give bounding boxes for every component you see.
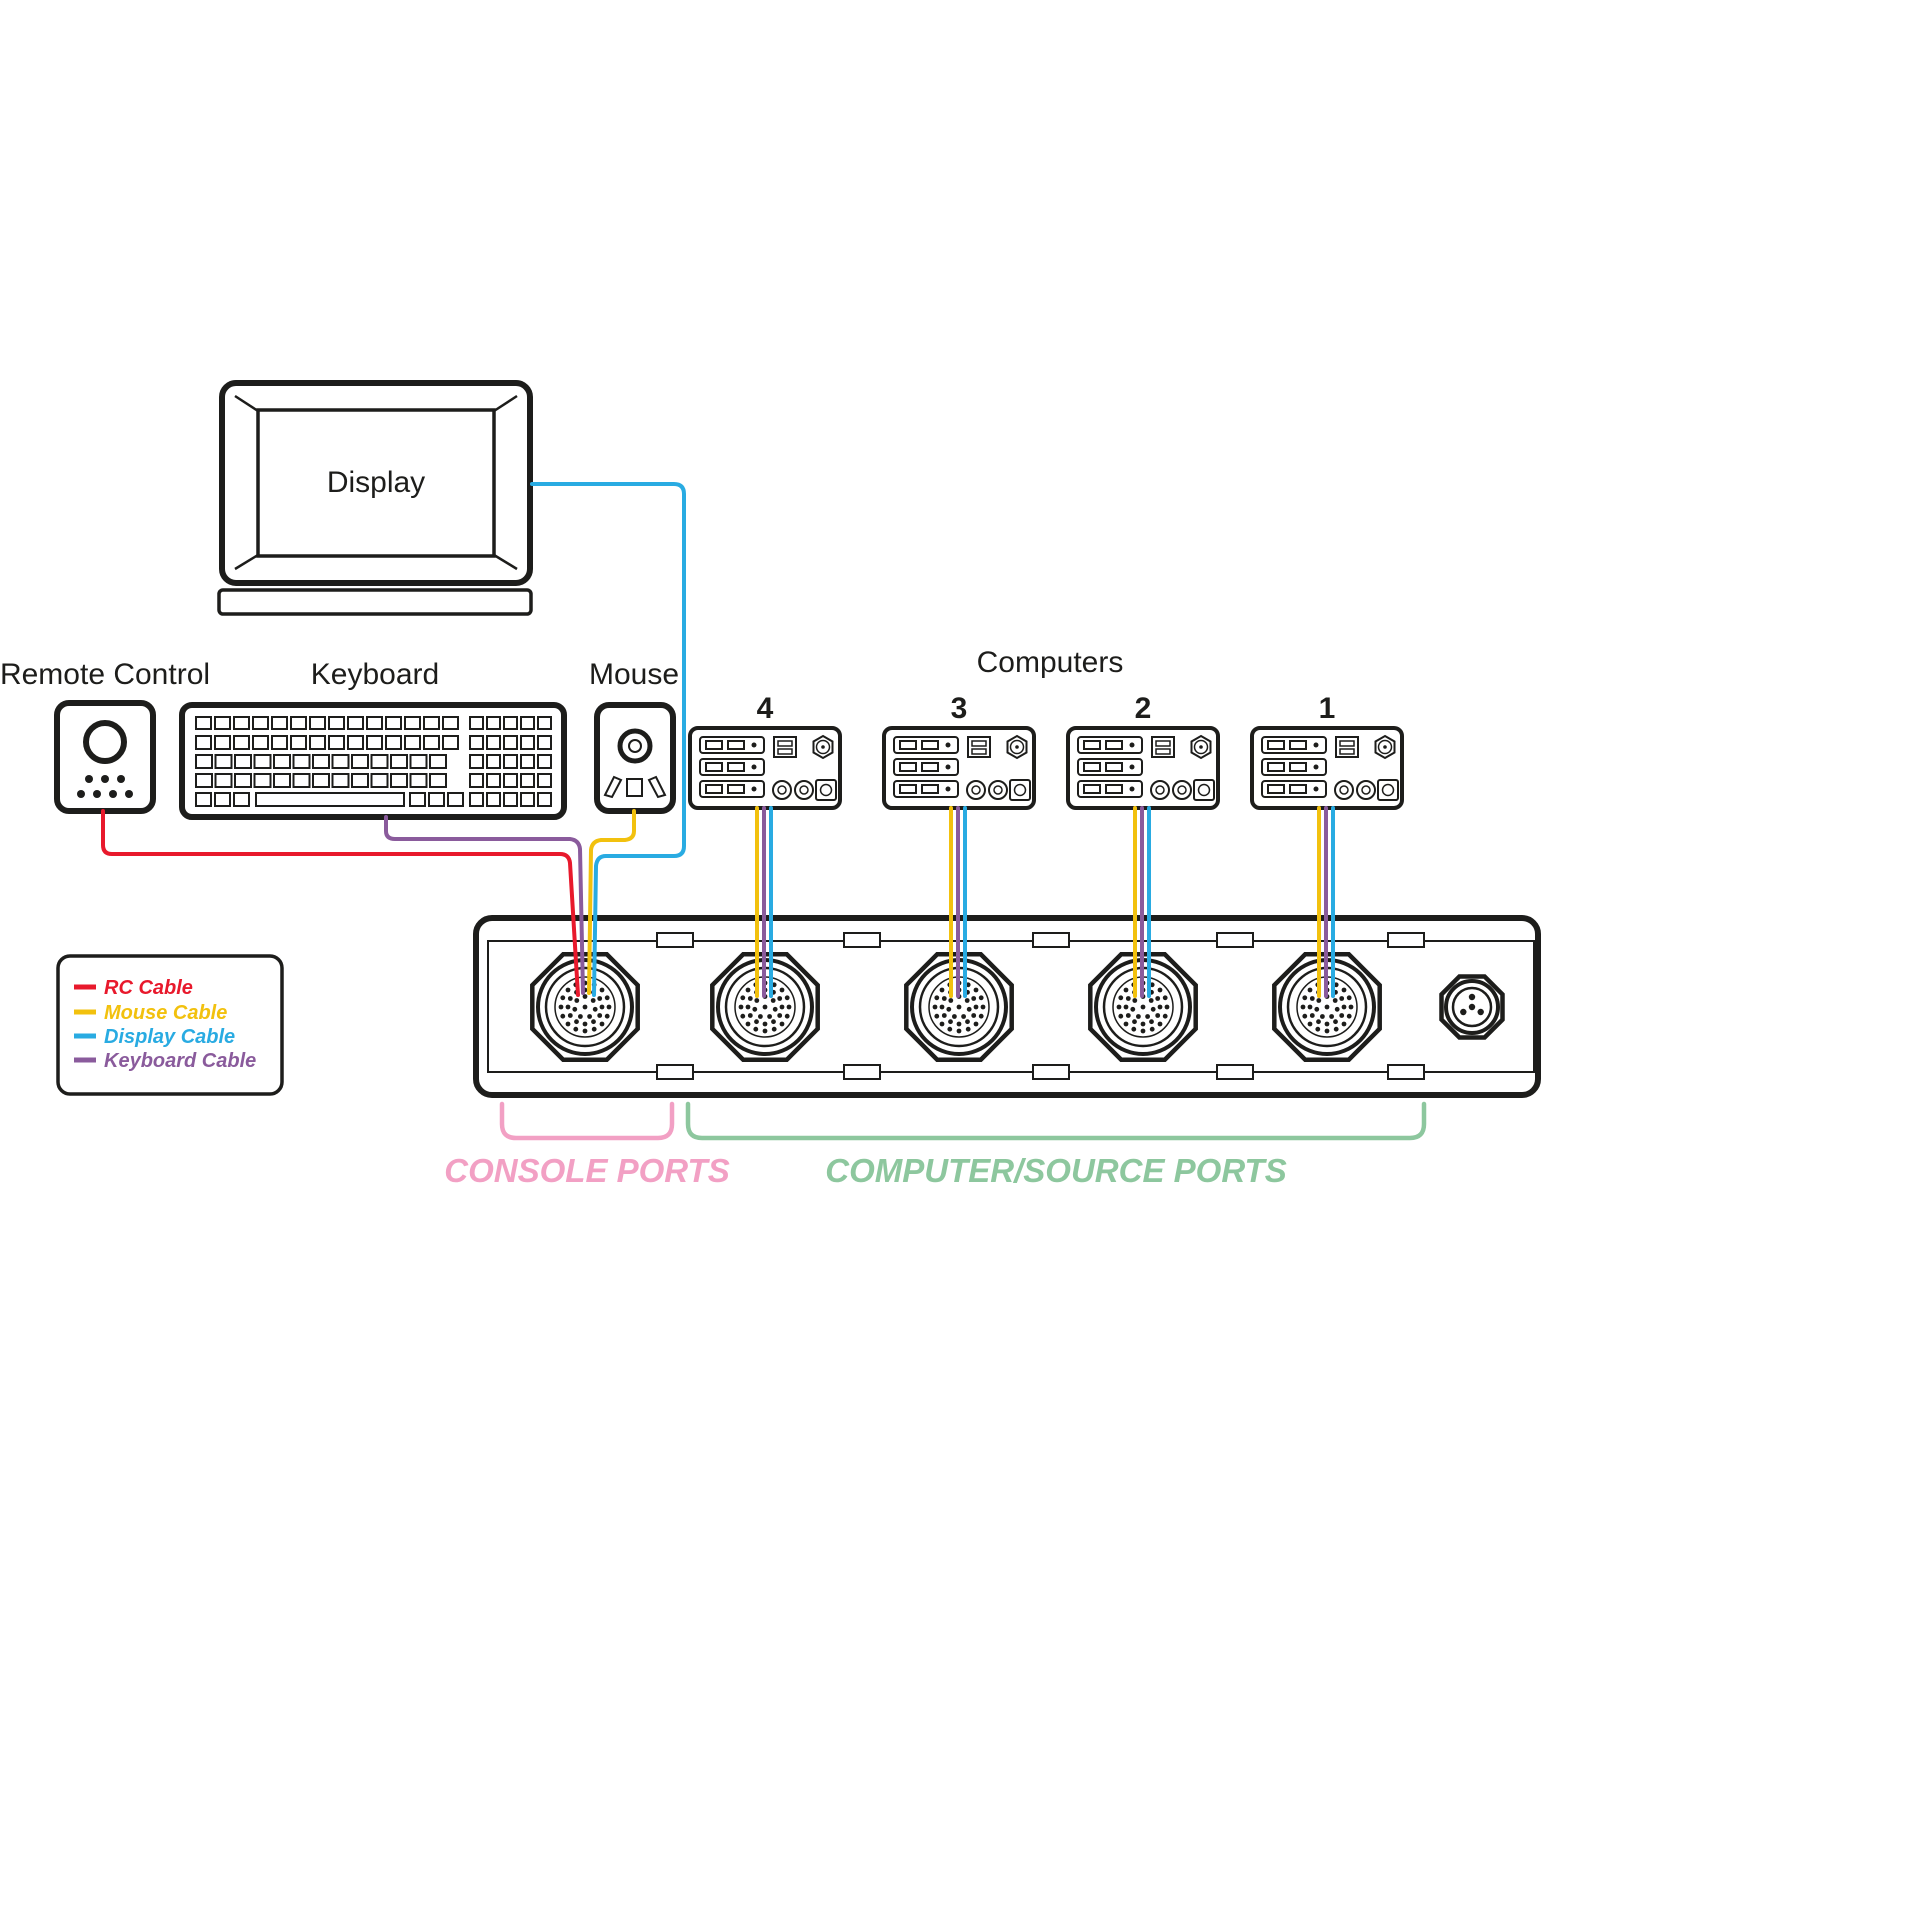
mouse-right-button	[647, 775, 667, 799]
computer-port-3-connector	[904, 952, 1014, 1062]
legend-box	[56, 954, 284, 1096]
legend-item-display-cable: Display Cable	[74, 1026, 235, 1048]
switch-faceplate	[487, 940, 1535, 1073]
keyboard-keys	[195, 716, 552, 807]
cable-legend: RC Cable Mouse Cable Display Cable Keybo…	[56, 954, 284, 1096]
computer-cable-bundle-4	[755, 806, 773, 998]
display-screen	[256, 408, 496, 558]
computer-port-1-connector	[1272, 952, 1382, 1062]
display-monitor: Display	[217, 380, 533, 616]
display-cable	[530, 482, 686, 997]
computer-number-2: 2	[1135, 692, 1152, 725]
computer-ports-bracket	[685, 1101, 1427, 1141]
keyboard-cable-legend-label: Keyboard Cable	[104, 1050, 256, 1072]
kvm-switch	[473, 915, 1541, 1098]
rc-cable	[101, 809, 580, 997]
computer-panel-3	[882, 726, 1036, 810]
computer-number-1: 1	[1319, 692, 1336, 725]
legend-item-mouse-cable: Mouse Cable	[74, 1002, 227, 1024]
computer-cable-bundle-2	[1133, 806, 1151, 998]
mouse-middle-button	[626, 778, 643, 797]
computer-source-ports-label: COMPUTER/SOURCE PORTS	[825, 1152, 1286, 1189]
remote-control-label: Remote Control	[0, 658, 210, 691]
mouse-label: Mouse	[589, 658, 679, 691]
display-stand	[217, 588, 533, 616]
computers-label: Computers	[977, 646, 1124, 679]
legend-item-keyboard-cable: Keyboard Cable	[74, 1050, 256, 1072]
keyboard-label: Keyboard	[311, 658, 439, 691]
computer-cable-bundle-1	[1317, 806, 1335, 998]
computer-panel-1	[1250, 726, 1404, 810]
computer-panel-4	[688, 726, 842, 810]
spacebar-key	[255, 792, 405, 807]
computer-port-2-connector	[1088, 952, 1198, 1062]
computer-panel-2	[1066, 726, 1220, 810]
computer-port-4-connector	[710, 952, 820, 1062]
mouse-cable-legend-label: Mouse Cable	[104, 1002, 227, 1024]
display-label: Display	[327, 466, 425, 499]
computer-number-3: 3	[951, 692, 968, 725]
keyboard-cable	[384, 815, 585, 995]
console-ports-label: CONSOLE PORTS	[444, 1152, 729, 1189]
mouse-trackball	[617, 728, 653, 764]
mouse-left-button	[603, 775, 623, 799]
display-cable-legend-label: Display Cable	[104, 1026, 235, 1048]
remote-control	[54, 700, 156, 814]
mouse	[594, 702, 676, 814]
legend-item-rc-cable: RC Cable	[74, 977, 193, 999]
remote-control-button	[83, 720, 127, 764]
computer-number-4: 4	[757, 692, 774, 725]
rc-cable-legend-label: RC Cable	[104, 977, 193, 999]
console-ports-bracket	[499, 1101, 675, 1141]
mouse-cable	[587, 809, 636, 995]
console-port-connector	[530, 952, 640, 1062]
mounting-tabs	[656, 932, 1425, 1080]
power-connector	[1439, 974, 1505, 1040]
keyboard	[179, 702, 567, 820]
computer-cable-bundle-3	[949, 806, 967, 998]
